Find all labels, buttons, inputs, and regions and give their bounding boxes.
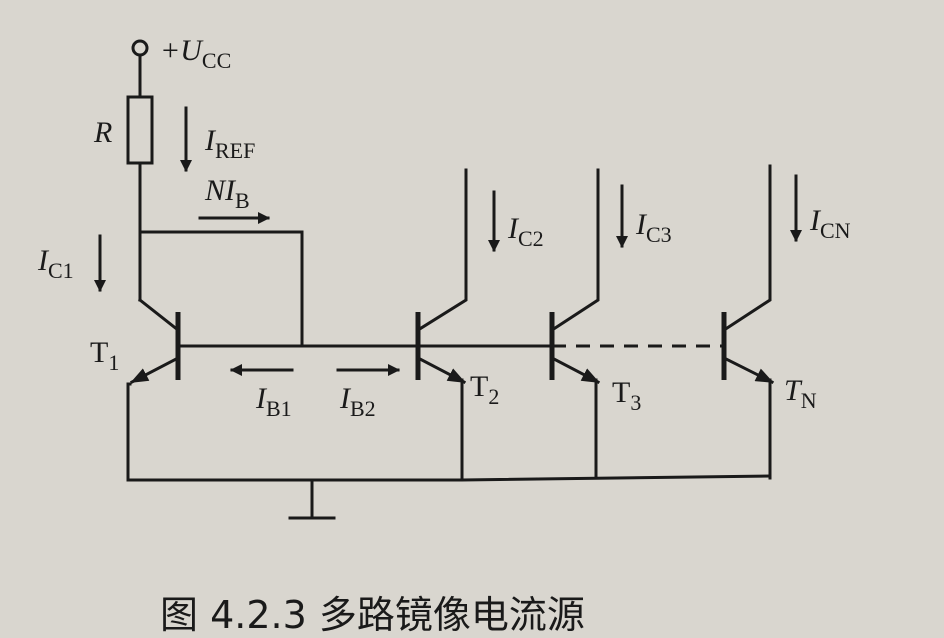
- nib-label: NIB: [204, 174, 250, 213]
- supply-terminal: [131, 39, 149, 57]
- t1-emitter-wire: [126, 382, 132, 482]
- iref-label: IREF: [204, 124, 255, 163]
- ground-bus: [126, 474, 772, 482]
- tn-label: TN: [784, 374, 817, 413]
- transistor-tn: [721, 164, 775, 480]
- figure-caption: 图 4.2.3 多路镜像电流源: [160, 593, 585, 637]
- ic3-label: IC3: [635, 208, 672, 247]
- t1-label: T1: [90, 336, 119, 375]
- transistor-t1: [129, 297, 181, 385]
- resistor-label: R: [93, 116, 112, 149]
- t2-label: T2: [470, 370, 499, 409]
- base-feedback-wire: [138, 230, 304, 348]
- t3-label: T3: [612, 376, 641, 415]
- ic2-label: IC2: [507, 212, 544, 251]
- supply-label: +UCC: [160, 34, 231, 73]
- ic1-label: IC1: [37, 244, 74, 283]
- resistor: [126, 95, 154, 165]
- ib1-label: IB1: [255, 382, 292, 421]
- transistor-t3: [549, 168, 601, 480]
- icn-label: ICN: [809, 204, 851, 243]
- ib2-label: IB2: [339, 382, 376, 421]
- transistor-t2: [415, 168, 468, 480]
